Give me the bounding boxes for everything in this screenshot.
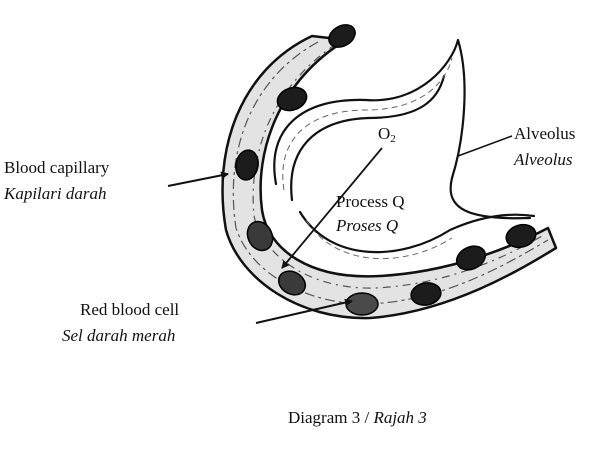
oxygen-diffusion-arrow (281, 147, 383, 269)
red-blood-cell (276, 86, 308, 112)
caption-ms: Rajah 3 (373, 408, 427, 427)
capillary-band (221, 34, 558, 320)
red-blood-cell (345, 292, 379, 316)
diagram-caption: Diagram 3 / Rajah 3 (288, 408, 427, 428)
alveolus-label-en: Alveolus (514, 124, 576, 143)
capillary-wall-texture-inner (252, 43, 543, 289)
red-blood-cell-label-ms: Sel darah merah (62, 326, 176, 345)
red-blood-cell (455, 245, 487, 271)
oxygen-label: O2 (378, 124, 396, 149)
red-blood-cell (410, 282, 442, 306)
red-blood-cell-pointer-arrow (255, 298, 353, 324)
red-blood-cell (277, 270, 307, 296)
blood-capillary-label-en: Blood capillary (4, 158, 110, 177)
process-label: Process Q Proses Q (336, 192, 404, 236)
red-blood-cell (246, 220, 274, 252)
capillary-wall-texture-outer (232, 41, 549, 305)
alveolus-wall (273, 38, 536, 254)
caption-en: Diagram 3 / (288, 408, 370, 427)
red-blood-cell-label-en: Red blood cell (80, 300, 180, 319)
capillary-pointer-arrow (167, 171, 229, 187)
process-label-en: Process Q (336, 192, 405, 211)
alveolus-pointer-line (457, 135, 513, 157)
alveolus-wall-texture (282, 57, 453, 260)
blood-capillary-label: Blood capillary Kapilari darah (4, 158, 109, 204)
alveolus-label: Alveolus Alveolus (514, 124, 575, 170)
red-blood-cell (328, 24, 356, 48)
process-label-ms: Proses Q (336, 216, 399, 235)
alveolus-label-ms: Alveolus (514, 150, 573, 169)
oxygen-subscript: 2 (390, 133, 396, 145)
blood-capillary-label-ms: Kapilari darah (4, 184, 107, 203)
red-blood-cells (235, 24, 537, 316)
red-blood-cell (505, 223, 537, 249)
red-blood-cell (235, 149, 259, 181)
red-blood-cell-label: Red blood cell Sel darah merah (62, 300, 179, 346)
oxygen-symbol: O (378, 124, 391, 143)
